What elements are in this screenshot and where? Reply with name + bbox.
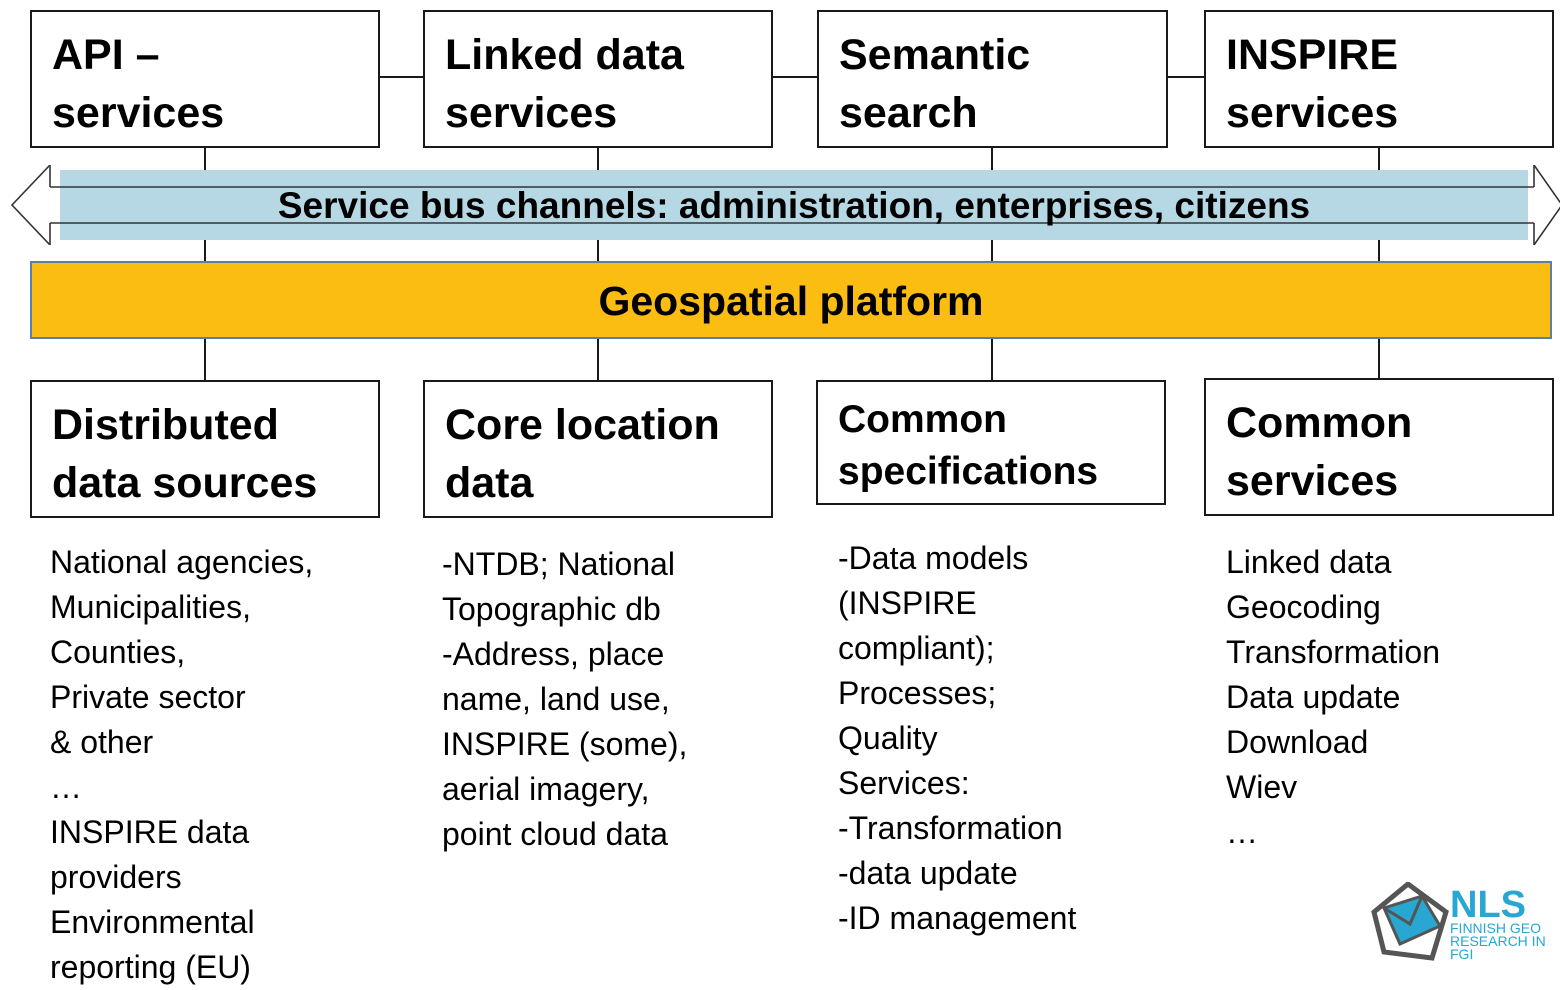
service-bus-band xyxy=(60,170,1528,240)
logo-line: FINNISH GEO xyxy=(1450,920,1542,936)
list-item: -Transformation xyxy=(838,810,1063,846)
box-title-line: Semantic xyxy=(839,31,1031,79)
list-item: point cloud data xyxy=(442,816,668,852)
logo-line: RESEARCH IN xyxy=(1450,933,1546,949)
list-item: INSPIRE (some), xyxy=(442,726,688,762)
nls-logo: NLS FINNISH GEO RESEARCH IN FGI xyxy=(1450,884,1546,962)
nls-logo-emblem-icon xyxy=(1371,882,1449,961)
list-item: … xyxy=(1226,814,1258,850)
box-title-line: INSPIRE xyxy=(1226,31,1399,79)
list-item: -data update xyxy=(838,855,1018,891)
geospatial-platform: Geospatial platform xyxy=(30,261,1552,339)
list-item: Environmental xyxy=(50,904,255,940)
box-title-line: services xyxy=(445,89,618,137)
list-item: (INSPIRE xyxy=(838,585,977,621)
list-item: … xyxy=(50,769,82,805)
common-specifications-box: Common specifications xyxy=(816,380,1166,505)
box-title-line: Common xyxy=(838,398,1007,441)
list-item: Data update xyxy=(1226,679,1401,715)
list-item: Wiev xyxy=(1226,769,1298,805)
box-title-line: data xyxy=(445,459,534,507)
list-item: Municipalities, xyxy=(50,589,251,625)
core-location-list: -NTDB; National Topographic db -Address,… xyxy=(442,542,687,857)
list-item: INSPIRE data xyxy=(50,814,250,850)
box-title-line: Core location xyxy=(445,401,720,449)
logo-abbreviation: NLS xyxy=(1450,884,1526,926)
list-item: reporting (EU) xyxy=(50,949,251,985)
list-item: -Data models xyxy=(838,540,1029,576)
connector-platform-core xyxy=(597,339,599,381)
list-item: Transformation xyxy=(1226,634,1440,670)
list-item: National agencies, xyxy=(50,544,314,580)
box-title-line: API – xyxy=(52,31,160,79)
list-item: -ID management xyxy=(838,900,1077,936)
box-title-line: services xyxy=(52,89,225,137)
list-item: aerial imagery, xyxy=(442,771,650,807)
list-item: compliant); xyxy=(838,630,995,666)
connector-platform-services xyxy=(1378,339,1380,381)
list-item: Linked data xyxy=(1226,544,1392,580)
connector-platform-distributed xyxy=(204,339,206,381)
list-item: Processes; xyxy=(838,675,997,711)
list-item: & other xyxy=(50,724,154,760)
list-item: Geocoding xyxy=(1226,589,1381,625)
list-item: providers xyxy=(50,859,182,895)
list-item: Quality xyxy=(838,720,938,756)
list-item: Counties, xyxy=(50,634,186,670)
list-item: -NTDB; National xyxy=(442,546,675,582)
box-title-line: search xyxy=(839,89,978,137)
connector-top-1-2 xyxy=(379,76,424,78)
connector-platform-specs xyxy=(991,339,993,381)
service-bus-arrow xyxy=(10,165,1560,245)
list-item: -Address, place xyxy=(442,636,665,672)
list-item: Services: xyxy=(838,765,970,801)
box-title-line: Linked data xyxy=(445,31,684,79)
api-services-box: API – services xyxy=(30,10,380,148)
connector-top-3-4 xyxy=(1167,76,1205,78)
box-title-line: data sources xyxy=(52,459,318,507)
box-title-line: services xyxy=(1226,89,1399,137)
semantic-search-box: Semantic search xyxy=(817,10,1168,148)
list-item: Private sector xyxy=(50,679,246,715)
common-services-list: Linked data Geocoding Transformation Dat… xyxy=(1226,540,1440,855)
box-title-line: services xyxy=(1226,457,1399,505)
list-item: Topographic db xyxy=(442,591,661,627)
linked-data-services-box: Linked data services xyxy=(423,10,773,148)
common-services-box: Common services xyxy=(1204,378,1554,516)
inspire-services-box: INSPIRE services xyxy=(1204,10,1554,148)
service-bus-label: Service bus channels: administration, en… xyxy=(277,185,1311,226)
list-item: Download xyxy=(1226,724,1369,760)
box-title-line: Common xyxy=(1226,399,1413,447)
box-title-line: Distributed xyxy=(52,401,279,449)
list-item: name, land use, xyxy=(442,681,670,717)
common-specifications-list: -Data models (INSPIRE compliant); Proces… xyxy=(838,536,1076,941)
distributed-data-sources-box: Distributed data sources xyxy=(30,380,380,518)
connector-top-2-3 xyxy=(772,76,818,78)
logo-line: FGI xyxy=(1450,946,1474,962)
core-location-data-box: Core location data xyxy=(423,380,773,518)
box-title-line: specifications xyxy=(838,450,1099,493)
distributed-sources-list: National agencies, Municipalities, Count… xyxy=(50,540,313,990)
